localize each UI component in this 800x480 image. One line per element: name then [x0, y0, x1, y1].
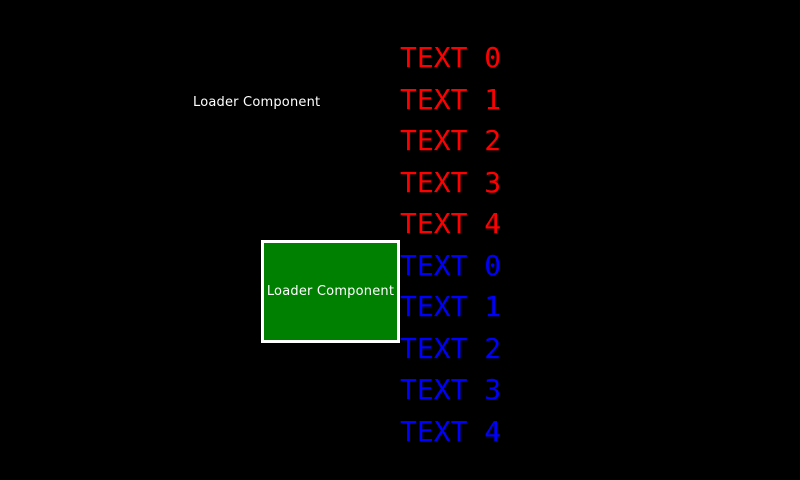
text-item: TEXT 3	[400, 165, 502, 199]
loader-component-box-label: Loader Component	[266, 284, 395, 299]
text-item: TEXT 3	[400, 373, 502, 406]
text-item: TEXT 2	[400, 124, 502, 157]
loader-component-label: Loader Component	[193, 95, 321, 110]
loader-component-box[interactable]: Loader Component	[261, 240, 400, 343]
text-item: TEXT 0	[400, 41, 502, 74]
text-item: TEXT 1	[400, 82, 502, 116]
text-item: TEXT 2	[400, 331, 502, 365]
text-item: TEXT 4	[400, 414, 502, 448]
text-item: TEXT 0	[400, 248, 502, 282]
text-list: TEXT 0 TEXT 1 TEXT 2 TEXT 3 TEXT 4 TEXT …	[400, 37, 540, 452]
text-item: TEXT 1	[400, 290, 502, 323]
text-item: TEXT 4	[400, 207, 502, 240]
